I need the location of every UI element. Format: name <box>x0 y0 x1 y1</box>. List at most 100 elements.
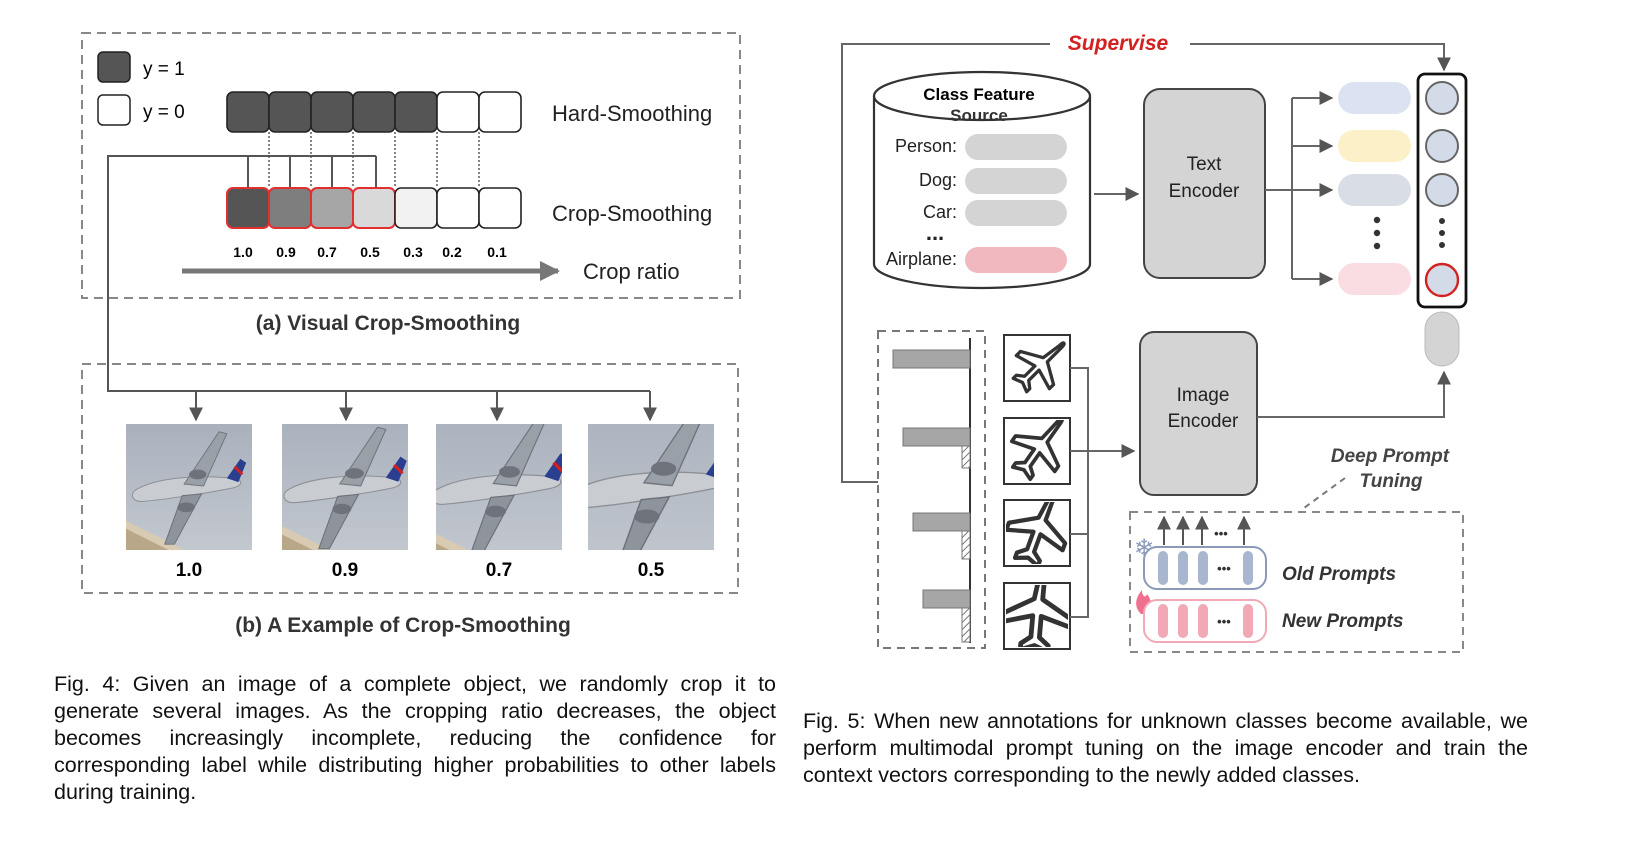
class-feature-slot <box>965 200 1067 226</box>
crop-cell <box>352 187 396 229</box>
class-feature-slot <box>965 168 1067 194</box>
airplane-photo <box>560 396 743 579</box>
legend-light-swatch <box>97 94 131 126</box>
deep-prompt-leader <box>1303 477 1346 509</box>
new-prompts: ••• New Prompts <box>1136 590 1403 643</box>
new-prompts-ellipsis: ••• <box>1217 614 1231 629</box>
new-prompt-tokens <box>1158 604 1253 638</box>
crop-cell <box>436 187 480 229</box>
fig4a-subcaption: (a) Visual Crop-Smoothing <box>256 312 520 335</box>
fig4-caption: Fig. 4: Given an image of a complete obj… <box>54 672 776 804</box>
class-feature-slot <box>965 247 1067 273</box>
new-prompt-token <box>1178 604 1188 638</box>
example-ratio-label: 1.0 <box>176 560 202 581</box>
ratio-label: 0.2 <box>442 244 462 260</box>
ellipsis-dot <box>1373 242 1381 250</box>
confidence-bar <box>902 427 971 447</box>
ratio-label: 0.1 <box>487 244 507 260</box>
legend-negative: y = 0 <box>97 94 185 126</box>
old-prompt-tokens <box>1158 551 1253 585</box>
class-name: Car: <box>923 202 957 222</box>
fig4-link-line <box>107 155 650 392</box>
similarity-column <box>1416 72 1468 367</box>
hatched-remainder <box>961 445 971 469</box>
example-photo <box>126 424 252 550</box>
text-features-ellipsis <box>1373 216 1381 250</box>
hard-cell <box>310 91 354 133</box>
deep-prompt-line1: Deep Prompt <box>1331 446 1450 467</box>
ellipsis-dot <box>1373 229 1381 237</box>
crop-cell <box>478 187 522 229</box>
old-prompt-token <box>1178 551 1188 585</box>
old-prompt-token <box>1158 551 1168 585</box>
ratio-label: 0.5 <box>360 244 380 260</box>
example-ratio-label: 0.5 <box>638 560 665 581</box>
crop-confidence-panel <box>877 330 986 649</box>
example-photo <box>282 424 408 550</box>
class-ellipsis: ... <box>926 220 944 245</box>
ellipsis-dot <box>1439 218 1445 224</box>
image-feature-pill <box>1424 311 1460 367</box>
text-branch-trunk <box>1265 98 1293 279</box>
supervise-label: Supervise <box>1068 32 1169 55</box>
class-name: Person: <box>895 136 957 156</box>
new-prompt-token <box>1198 604 1208 638</box>
confidence-bar <box>892 349 971 369</box>
airplane-crop <box>1003 417 1071 485</box>
hard-smoothing-row <box>226 91 522 133</box>
text-feature-pill <box>1338 130 1411 162</box>
text-feature-arrows <box>1292 91 1334 286</box>
fig5-diagram: Supervise Class Feature Source Person: Do… <box>841 32 1468 653</box>
confidence-bar <box>922 589 971 609</box>
database-subtitle: Source <box>950 106 1008 125</box>
old-prompts-label: Old Prompts <box>1282 564 1396 585</box>
image-encoder-box <box>1139 331 1258 496</box>
prompt-panel-frame <box>1129 511 1464 653</box>
database-title: Class Feature <box>923 85 1035 104</box>
crop-ratio-label: Crop ratio <box>583 259 680 284</box>
crop-confidence-frame <box>877 330 986 649</box>
airplane-crop <box>1003 499 1071 567</box>
text-feature-pill <box>1338 174 1411 206</box>
new-prompts-label: New Prompts <box>1282 611 1403 632</box>
crop-smoothing-label: Crop-Smoothing <box>552 201 712 226</box>
legend-positive: y = 1 <box>97 51 185 83</box>
class-feature-slot <box>965 134 1067 160</box>
image-encoder-to-feature-arrow <box>1257 370 1451 418</box>
text-encoder-line2: Encoder <box>1169 181 1240 202</box>
hard-smoothing-label: Hard-Smoothing <box>552 101 712 126</box>
confidence-bars <box>892 349 971 643</box>
old-prompts-ellipsis: ••• <box>1217 561 1231 576</box>
supervise-line-left <box>841 43 1050 483</box>
crop-cell <box>394 187 438 229</box>
deep-prompt-line2: Tuning <box>1360 471 1423 492</box>
database-top <box>872 70 1092 122</box>
old-prompt-token <box>1243 551 1253 585</box>
legend-dark-swatch <box>97 51 131 83</box>
airplane-crop-icons <box>1003 334 1071 650</box>
fig4b-dashed-frame <box>81 363 739 594</box>
airplane-crop <box>1003 582 1071 650</box>
ratio-label: 0.3 <box>403 244 423 260</box>
similarity-circle <box>1425 129 1459 163</box>
example-ratio-label: 0.9 <box>332 560 358 581</box>
crop-cell <box>310 187 354 229</box>
example-photo <box>560 396 743 579</box>
crop-cell <box>268 187 312 229</box>
image-encoder-line1: Image <box>1177 385 1230 406</box>
prompt-up-arrows <box>1157 515 1251 545</box>
ratio-label: 1.0 <box>233 244 253 260</box>
airplane-crop <box>1003 334 1071 402</box>
image-encoder-line2: Encoder <box>1168 411 1239 432</box>
class-name: Dog: <box>919 170 957 190</box>
text-feature-pill <box>1338 82 1411 114</box>
similarity-circle <box>1425 81 1459 115</box>
airplane-photo <box>126 424 252 550</box>
example-photo <box>436 424 562 550</box>
similarity-circles <box>1424 81 1460 298</box>
hatched-remainder <box>961 607 971 643</box>
ratio-label: 0.9 <box>276 244 296 260</box>
